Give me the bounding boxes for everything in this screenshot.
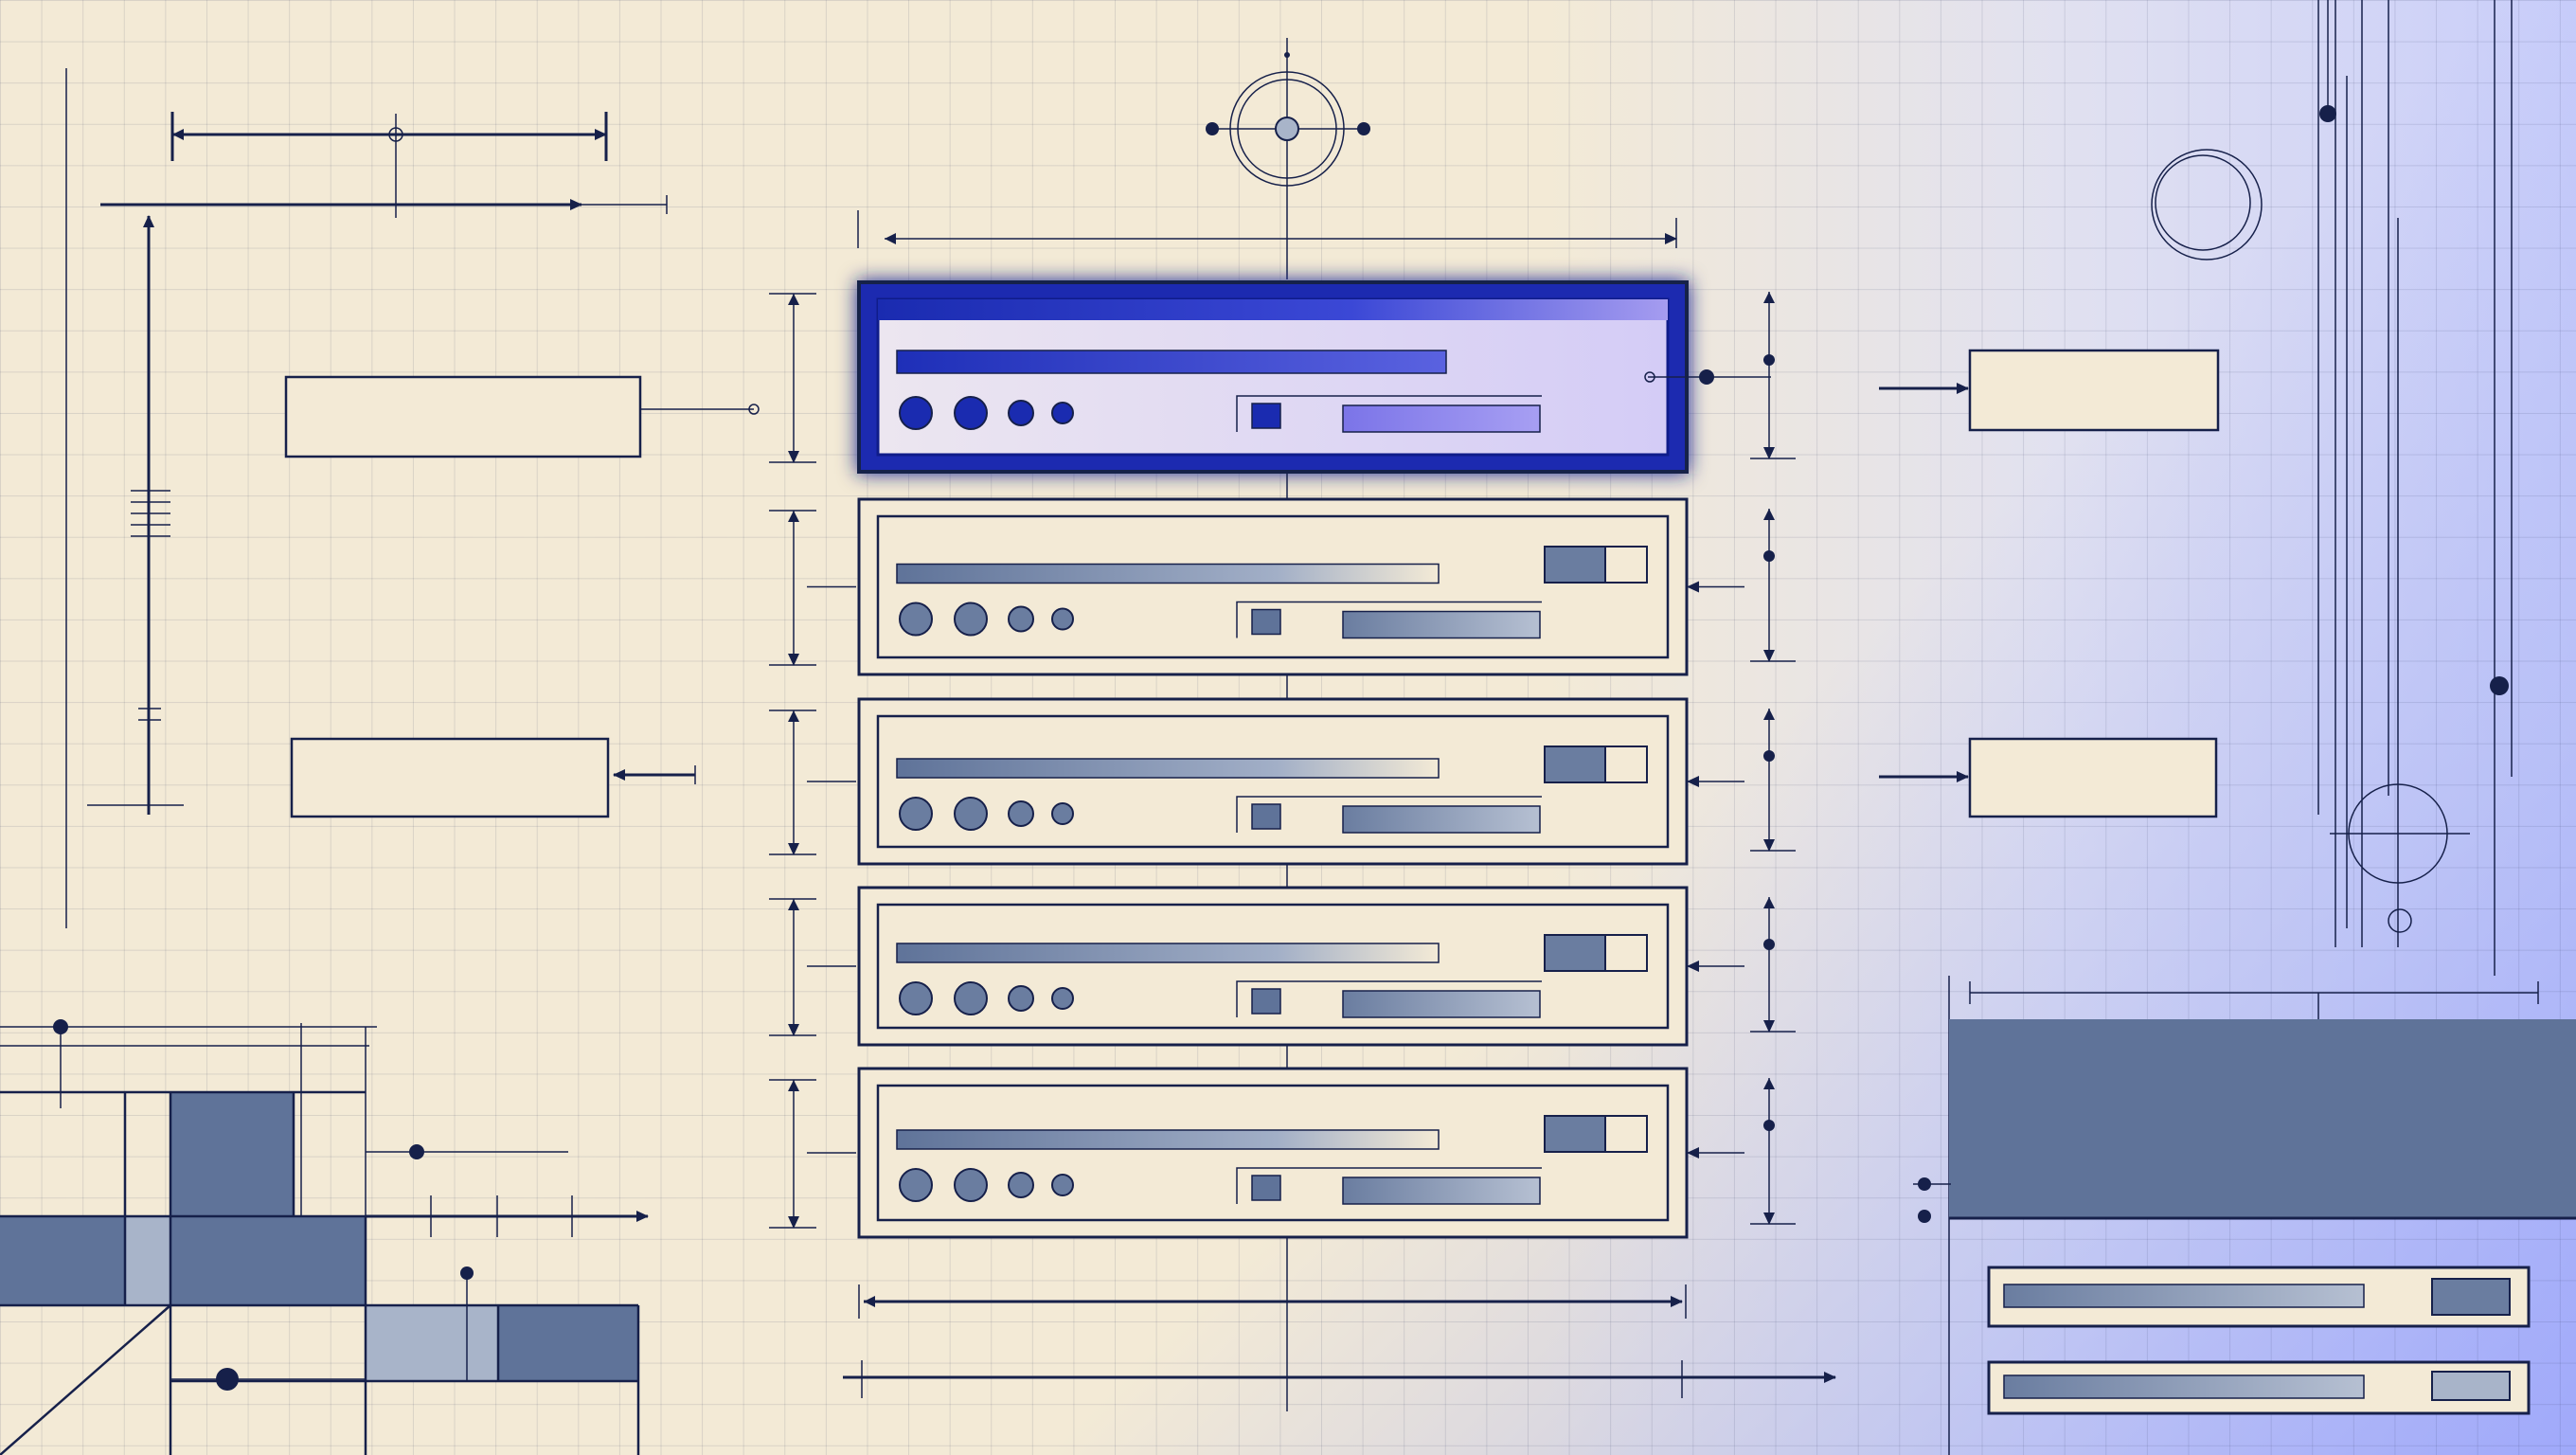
status-dot-icon: [899, 396, 933, 430]
row-progress-bar: [1342, 404, 1541, 433]
status-dot-icon: [1051, 402, 1074, 424]
status-dot-icon: [1051, 987, 1074, 1010]
status-dot-icon: [1008, 1172, 1034, 1198]
row-progress-bar: [1342, 805, 1541, 834]
row-square-icon: [1251, 608, 1281, 636]
row-square-icon: [1251, 988, 1281, 1015]
label-box-right-top: [1968, 349, 2220, 432]
status-dot-icon: [1008, 800, 1034, 827]
row-progress-bar: [1342, 1177, 1541, 1205]
row-square-icon: [1251, 803, 1281, 830]
row-title-bar: [896, 350, 1447, 374]
label-box-left-bottom: [290, 737, 610, 818]
label-box-right-bottom: [1968, 737, 2218, 818]
stack-row[interactable]: [769, 497, 1796, 699]
stack-row[interactable]: [769, 1067, 1796, 1239]
stack-row-selected[interactable]: [769, 280, 1796, 499]
row-square-icon: [1251, 1175, 1281, 1201]
bottom-right-panel: [1913, 976, 2576, 1455]
stack-row[interactable]: [769, 697, 1796, 888]
bottom-left-block-grid: [0, 1019, 649, 1455]
row-title-bar: [896, 943, 1440, 963]
status-dot-icon: [1051, 607, 1074, 631]
status-dot-icon: [899, 1168, 933, 1202]
status-dot-icon: [1051, 1174, 1074, 1196]
status-dot-icon: [954, 797, 988, 831]
status-dot-icon: [954, 396, 988, 430]
status-dot-icon: [1051, 802, 1074, 825]
row-square-icon: [1251, 403, 1281, 429]
top-left-dimensions: [65, 68, 668, 928]
right-vertical-guides: [1969, 0, 2539, 1023]
row-header-bar: [878, 299, 1668, 320]
row-progress-bar: [1342, 990, 1541, 1018]
stack-row[interactable]: [769, 886, 1796, 1069]
status-dot-icon: [954, 602, 988, 637]
label-box-left-top: [284, 375, 642, 458]
status-dot-icon: [899, 981, 933, 1015]
node-dot: [409, 1144, 424, 1159]
row-title-bar: [896, 758, 1440, 779]
row-progress-bar: [1342, 610, 1541, 639]
status-dot-icon: [899, 797, 933, 831]
panel-header-block: [1949, 1019, 2576, 1218]
status-dot-icon: [1008, 605, 1034, 633]
row-title-bar: [896, 1129, 1440, 1150]
server-stack: [769, 280, 1796, 1239]
status-dot-icon: [1008, 400, 1034, 426]
stack-bottom-dimensions: [843, 1236, 1836, 1411]
status-dot-icon: [1008, 985, 1034, 1012]
status-dot-icon: [899, 602, 933, 637]
target-crosshair-icon: [1206, 38, 1370, 279]
status-dot-icon: [954, 1168, 988, 1202]
row-title-bar: [896, 563, 1440, 584]
status-dot-icon: [954, 981, 988, 1015]
